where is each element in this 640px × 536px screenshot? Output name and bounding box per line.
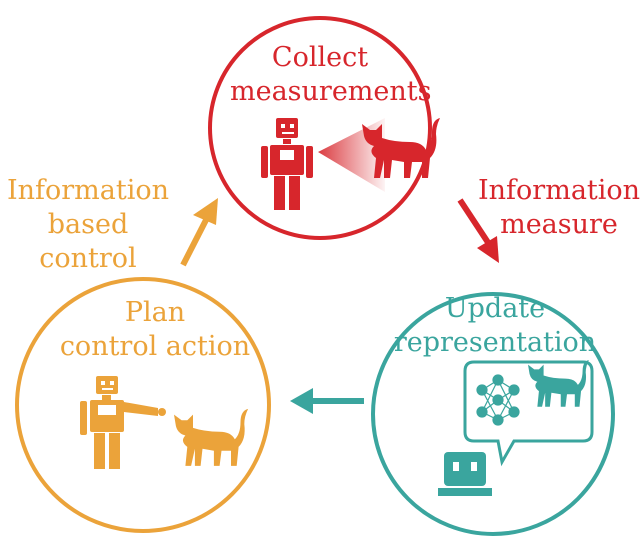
update-label-line2: representation [393,327,597,358]
update-stage-label: Update representation [393,292,597,360]
arrow-icon-collect-to-update [457,198,499,263]
speech-bubble-icon [463,360,594,467]
arrow-icon-update-to-plan [290,388,364,414]
arrow-icon-plan-to-collect [180,198,218,267]
update-label-line1: Update [444,293,546,324]
information-measure-line1: Information [478,175,640,206]
collect-stage-label: Collect measurements [230,41,432,109]
neural-network-icon [476,374,520,426]
plan-label-line2: control action [59,331,251,362]
robot-icon-plan [80,376,166,469]
information-control-label: Information based control [0,174,176,276]
collect-label-line2: measurements [230,76,432,107]
information-measure-line2: measure [500,209,618,240]
cat-icon-plan [174,408,249,466]
update-stage-circle [371,292,615,536]
plan-stage-circle [15,277,271,533]
information-control-line1: Information [6,175,170,206]
robot-head-icon [438,452,492,496]
collect-label-line1: Collect [271,42,369,73]
information-control-line2: based control [39,209,137,274]
cat-icon-update [528,359,589,407]
plan-label-line1: Plan [124,297,186,328]
plan-stage-label: Plan control action [57,296,253,364]
robot-icon-collect [261,118,313,210]
information-measure-label: Information measure [478,174,640,242]
collect-stage-circle [208,16,432,240]
